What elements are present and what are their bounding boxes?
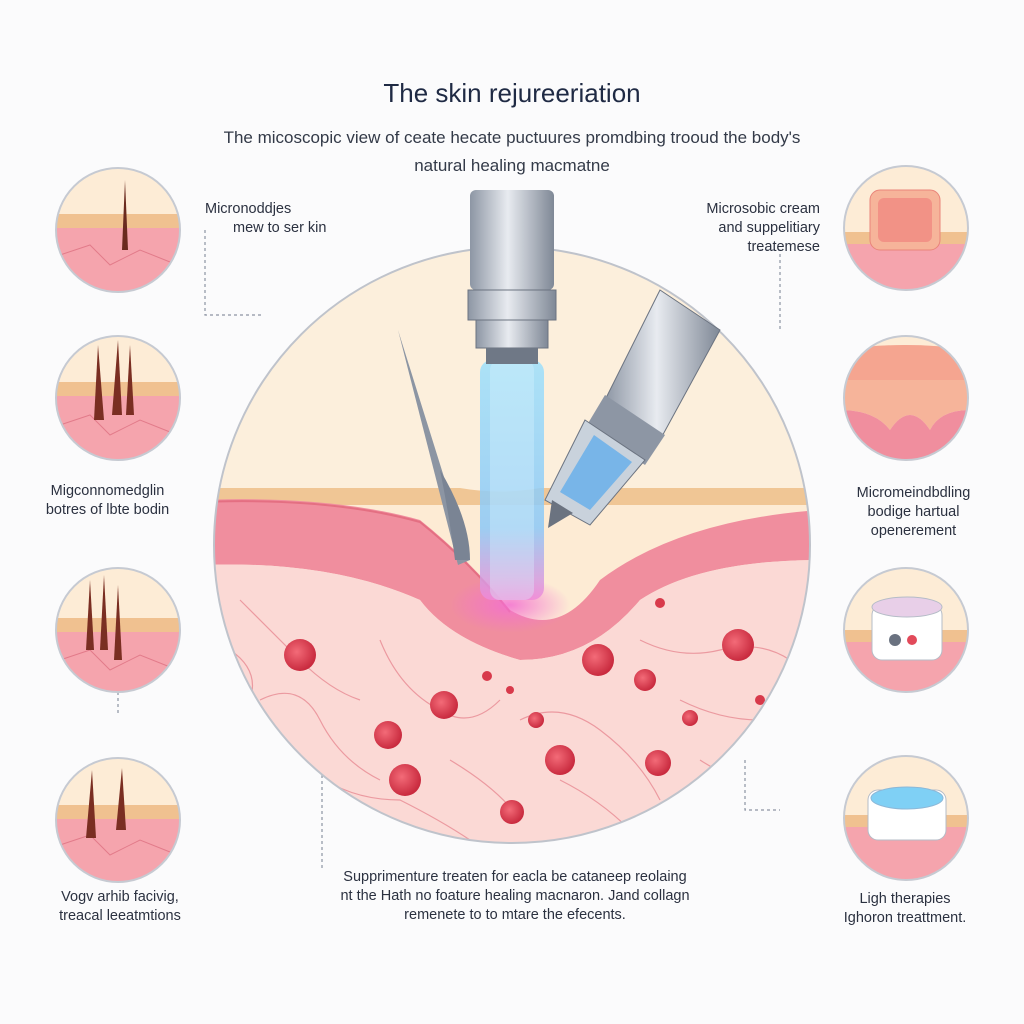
label-supplementary-treatments: Supprimenture treaten for eacla be catan… [285, 868, 745, 925]
subtitle-line-2: natural healing macmatne [414, 156, 610, 175]
page-title: The skin rejureeriation [383, 78, 641, 108]
label-line: treacal leeatmtions [59, 908, 181, 924]
thumbnail-textured-skin [843, 335, 969, 461]
label-line: nt the Hath no foature healing macnaron.… [340, 888, 690, 904]
thumbnail-cream-patch [843, 165, 969, 291]
label-microneedles: Micronoddjes mew to ser kin [205, 200, 326, 238]
label-light-therapies: Ligh therapies Ighoron treattment. [810, 890, 1000, 928]
label-line: Supprimenture treaten for eacla be catan… [343, 869, 687, 885]
label-migconnomedglin: Migconnomedglin botres of lbte bodin [20, 482, 195, 520]
thumbnail-hair-follicles-growth [55, 567, 181, 693]
subtitle-line-1: The micoscopic view of ceate hecate puct… [223, 128, 801, 147]
page-subtitle: The micoscopic view of ceate hecate puct… [150, 124, 874, 180]
label-line: remenete to to mtare the efecents. [404, 907, 626, 923]
connector-lines [117, 230, 781, 870]
light-beam [480, 360, 544, 600]
thumbnail-hair-follicles-pair [55, 757, 181, 883]
label-microsobic-cream: Microsobic cream and suppelitiary treate… [650, 200, 820, 257]
label-line: mew to ser kin [233, 220, 327, 236]
label-line: Migconnomedglin [50, 483, 165, 499]
thumbnail-led-device [843, 567, 969, 693]
label-line: Vogv arhib facivig, [61, 889, 179, 905]
collagen-cells [284, 598, 765, 843]
label-line: bodige hartual [867, 504, 960, 520]
label-line: treatemese [747, 239, 820, 255]
label-line: botres of lbte bodin [45, 502, 170, 518]
thumbnail-hair-follicle-single [55, 167, 181, 293]
label-line: Ighoron treattment. [843, 910, 967, 926]
label-line: openerement [870, 523, 957, 539]
thumbnail-light-therapy-device [843, 755, 969, 881]
needle-icon [398, 330, 470, 565]
label-line: Microsobic cream [706, 201, 820, 217]
label-topical-treatments: Vogv arhib facivig, treacal leeatmtions [20, 888, 220, 926]
label-line: and suppelitiary [718, 220, 820, 236]
label-line: Micronoddjes [205, 201, 292, 217]
microneedle-pen-icon [467, 190, 557, 364]
thumbnail-hair-follicles-triple [55, 335, 181, 461]
label-line: Micromeindbdling [856, 485, 971, 501]
label-micromeindbdling: Micromeindbdling bodige hartual openerem… [826, 484, 1001, 541]
serum-applicator-icon [544, 289, 721, 528]
label-line: Ligh therapies [859, 891, 951, 907]
